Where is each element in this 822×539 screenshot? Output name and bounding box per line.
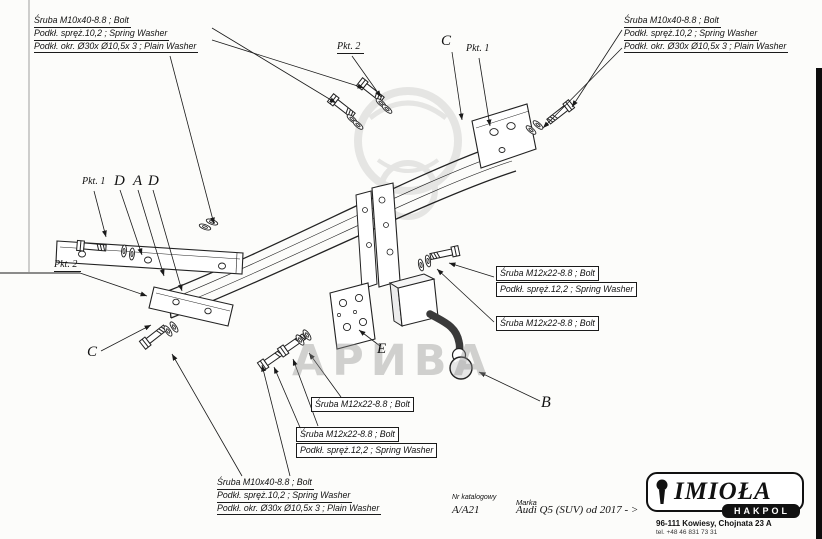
fastener-label-m12-center: Śruba M12x22-8.8 ; Bolt: [311, 397, 414, 413]
catalog-number-value: A/A21: [452, 504, 480, 516]
bolt-m12-label: Śruba M12x22-8.8 ; Bolt: [296, 427, 399, 442]
bolt-m12-label: Śruba M12x22-8.8 ; Bolt: [496, 266, 599, 281]
bolt-m10-label: Śruba M10x40-8.8 ; Bolt: [217, 477, 314, 490]
fastener-label-m12-right-pair: Śruba M12x22-8.8 ; Bolt Podkł. spręż.12,…: [496, 266, 638, 298]
point-1-label-left: Pkt. 1: [82, 176, 106, 187]
spring-washer-m12-label: Podkł. spręż.12,2 ; Spring Washer: [296, 443, 438, 458]
point-2-label-top: Pkt. 2: [337, 41, 365, 54]
fastener-label-top-right: Śruba M10x40-8.8 ; Bolt Podkł. spręż.10,…: [624, 15, 789, 54]
plain-washer-label: Podkł. okr. Ø30x Ø10,5x 3 ; Plain Washer: [34, 41, 199, 54]
manufacturer-address: 96-111 Kowiesy, Chojnata 23 A: [656, 519, 772, 528]
brand-name: IMIOŁA: [674, 478, 772, 505]
brand-header: Marka: [516, 498, 537, 507]
fastener-label-m12-bottom-pair: Śruba M12x22-8.8 ; Bolt Podkł. spręż.12,…: [296, 427, 438, 459]
point-1-label-top: Pkt. 1: [466, 43, 490, 54]
vehicle-model-value: Audi Q5 (SUV) od 2017 - >: [516, 504, 639, 516]
fastener-label-m12-right-single: Śruba M12x22-8.8 ; Bolt: [496, 316, 599, 332]
bolt-m12-label: Śruba M12x22-8.8 ; Bolt: [311, 397, 414, 412]
callout-b: B: [541, 394, 551, 411]
fastener-label-top-left: Śruba M10x40-8.8 ; Bolt Podkł. spręż.10,…: [34, 15, 199, 54]
brand-subtitle: HAKPOL: [722, 504, 800, 518]
center-plates-drawing: [355, 182, 401, 290]
mount-plate-drawing: [329, 282, 376, 350]
bolt-m12-label: Śruba M12x22-8.8 ; Bolt: [496, 316, 599, 331]
plain-washer-label: Podkł. okr. Ø30x Ø10,5x 3 ; Plain Washer: [624, 41, 789, 54]
callout-c-top: C: [441, 33, 452, 49]
left-lower-bar-drawing: [148, 286, 234, 327]
catalog-number-header: Nr katalogowy: [452, 494, 497, 501]
right-bracket-drawing: [471, 103, 537, 169]
callout-d-1: D: [114, 173, 125, 189]
bolt-m10-label: Śruba M10x40-8.8 ; Bolt: [624, 15, 721, 28]
towball-logo-icon: [656, 479, 668, 504]
manufacturer-phone: tel. +48 46 831 73 31: [656, 529, 718, 536]
spring-washer-m10-label: Podkł. spręż.10,2 ; Spring Washer: [624, 28, 760, 41]
callout-d-2: D: [148, 173, 159, 189]
fastener-label-bottom-left: Śruba M10x40-8.8 ; Bolt Podkł. spręż.10,…: [217, 477, 382, 516]
callout-a: A: [133, 173, 143, 189]
point-2-label-left: Pkt. 2: [54, 259, 82, 272]
emblem-watermark: [354, 87, 462, 220]
plain-washer-label: Podkł. okr. Ø30x Ø10,5x 3 ; Plain Washer: [217, 503, 382, 516]
callout-c-left: C: [87, 344, 98, 360]
towball-drawing: [426, 310, 473, 380]
callout-e: E: [377, 341, 387, 357]
spring-washer-m10-label: Podkł. spręż.10,2 ; Spring Washer: [34, 28, 170, 41]
bolt-m10-label: Śruba M10x40-8.8 ; Bolt: [34, 15, 131, 28]
spring-washer-m12-label: Podkł. spręż.12,2 ; Spring Washer: [496, 282, 638, 297]
spring-washer-m10-label: Podkł. spręż.10,2 ; Spring Washer: [217, 490, 353, 503]
manufacturer-logo: IMIOŁA HAKPOL: [646, 472, 804, 518]
